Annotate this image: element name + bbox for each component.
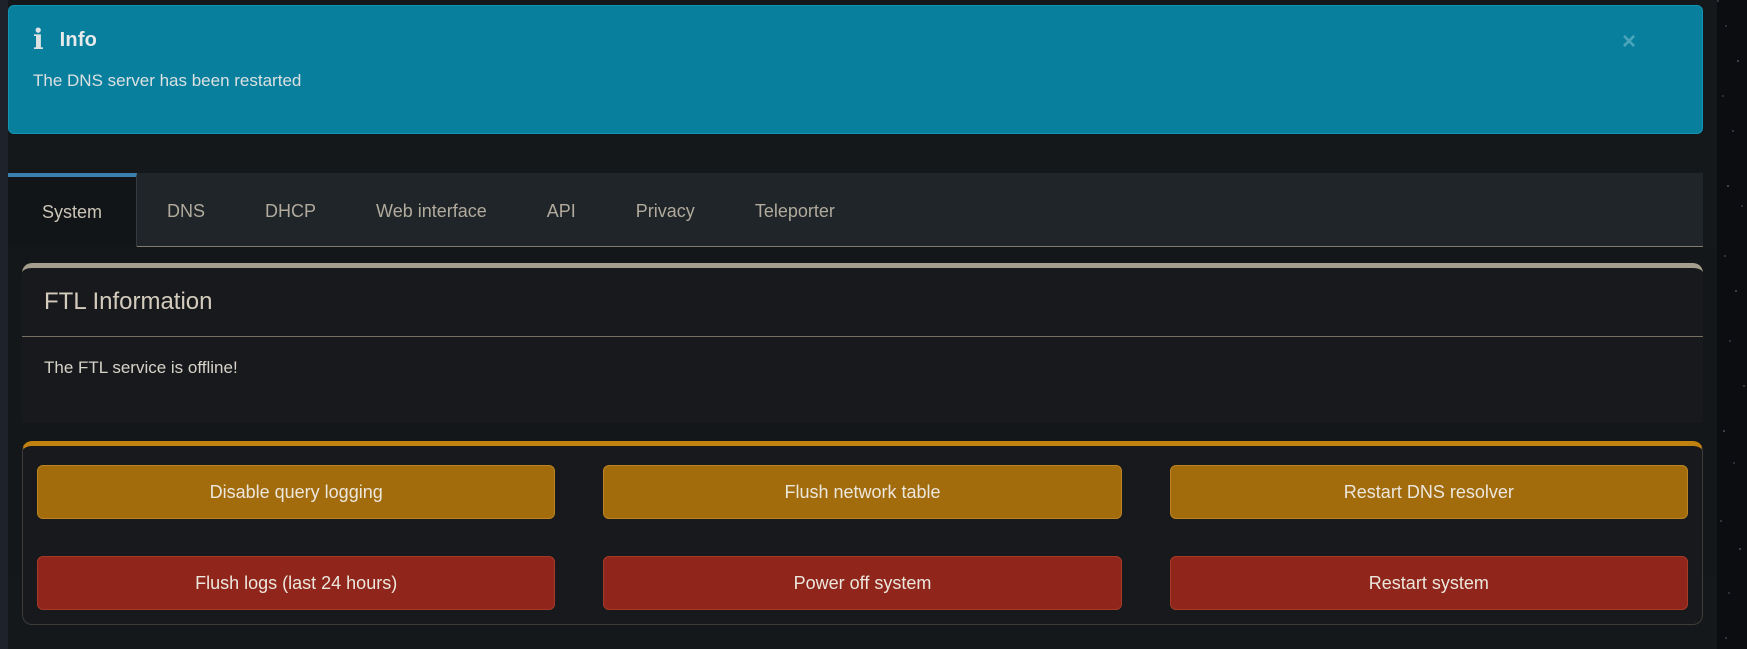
- tab-web-interface[interactable]: Web interface: [376, 201, 487, 221]
- tab-system[interactable]: System: [8, 173, 138, 247]
- ftl-card-divider: [22, 336, 1703, 337]
- info-icon: i: [33, 23, 44, 56]
- alert-close-icon[interactable]: ×: [1621, 28, 1636, 55]
- info-alert: × i Info The DNS server has been restart…: [8, 5, 1703, 134]
- sidebar-edge: [0, 0, 8, 649]
- ftl-card-title: FTL Information: [44, 288, 213, 315]
- action-buttons-grid: Disable query logging Flush network table…: [37, 465, 1688, 610]
- power-off-system-button[interactable]: Power off system: [603, 556, 1122, 610]
- starfield-background: [1717, 0, 1747, 649]
- ftl-status-text: The FTL service is offline!: [44, 358, 238, 377]
- settings-tabs: System DNS DHCP Web interface API Privacy Tele…: [8, 173, 1703, 247]
- ftl-information-card: FTL Information The FTL service is offli…: [22, 263, 1703, 423]
- tab-teleporter[interactable]: Teleporter: [754, 201, 835, 221]
- disable-query-logging-button[interactable]: Disable query logging: [37, 465, 556, 519]
- settings-page: × i Info The DNS server has been restart…: [8, 0, 1717, 649]
- flush-network-table-button[interactable]: Flush network table: [603, 465, 1122, 519]
- tab-api[interactable]: API: [546, 201, 576, 221]
- system-tab-pane: FTL Information The FTL service is offli…: [8, 247, 1717, 625]
- alert-title-row: i Info: [33, 26, 1678, 54]
- flush-logs-last-24-hours-button[interactable]: Flush logs (last 24 hours): [37, 556, 556, 610]
- alert-title: Info: [59, 28, 98, 51]
- tab-privacy[interactable]: Privacy: [635, 201, 695, 221]
- restart-system-button[interactable]: Restart system: [1169, 556, 1688, 610]
- tab-dns[interactable]: DNS: [167, 201, 206, 221]
- tab-dhcp[interactable]: DHCP: [265, 201, 317, 221]
- alert-message: The DNS server has been restarted: [33, 71, 302, 90]
- restart-dns-resolver-button[interactable]: Restart DNS resolver: [1169, 465, 1688, 519]
- danger-zone-card: Disable query logging Flush network table…: [22, 441, 1703, 625]
